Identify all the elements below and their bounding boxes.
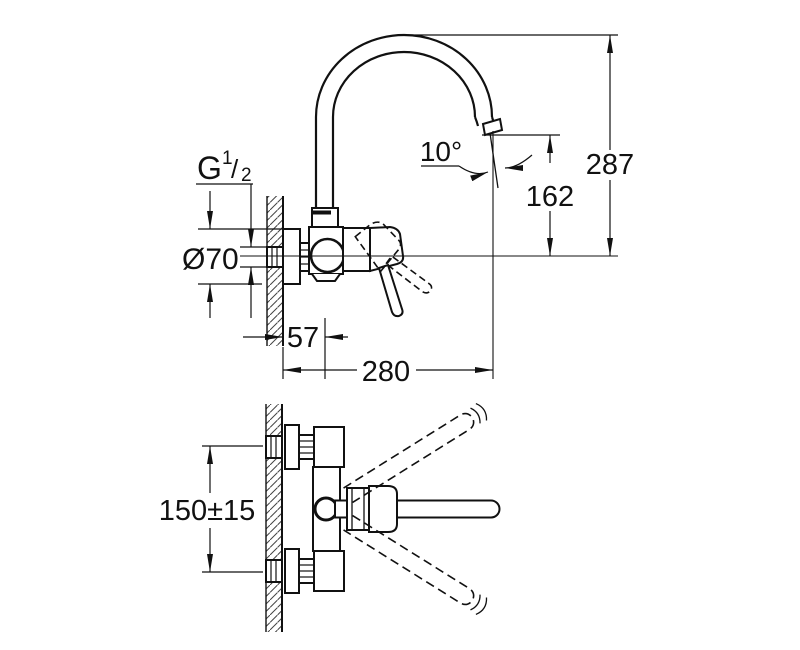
label-outlet-angle: 10°: [420, 136, 462, 167]
dim-flange-diameter: [198, 191, 282, 318]
label-wall-to-outlet: 280: [362, 356, 410, 388]
label-outlet-height: 162: [526, 181, 574, 213]
label-flange-diameter: Ø70: [182, 243, 239, 276]
dim-wall-to-riser: [243, 318, 348, 379]
wall-section-side: [266, 196, 284, 346]
spout-swing-down-dashed: [343, 514, 488, 616]
cartridge-housing: [342, 227, 371, 272]
label-thread-numerator: 1: [222, 148, 233, 169]
label-thread-slash: /: [231, 154, 239, 184]
dim-total-height: [408, 34, 618, 256]
lever-handle: [369, 225, 405, 318]
ball-joint-plan: [313, 496, 339, 522]
lever-handle-alt-position-dashed: [354, 221, 433, 294]
inlet-bottom-plan: [265, 548, 345, 594]
riser-collar: [311, 207, 339, 228]
dim-thread-g12: [196, 183, 254, 318]
label-total-height: 287: [586, 149, 634, 181]
dim-outlet-angle: [421, 131, 533, 379]
side-view-labels: G 1 / 2 Ø70 57 280 10° 162 287: [182, 136, 634, 388]
gooseneck-spout: [314, 33, 497, 208]
spout-swing-up-dashed: [343, 402, 488, 504]
label-inlet-spacing: 150±15: [159, 495, 256, 527]
label-thread-denominator: 2: [241, 165, 252, 186]
label-wall-to-riser: 57: [287, 322, 319, 354]
label-thread-prefix: G: [197, 150, 222, 186]
dim-outlet-height: [482, 134, 560, 256]
spout-outlet-tip: [481, 117, 504, 137]
inlet-top-plan: [265, 424, 345, 470]
spout-collar-plan: [346, 485, 398, 533]
plan-view-labels: 150±15: [159, 495, 256, 527]
plan-view: [202, 402, 501, 632]
dim-inlet-spacing: [202, 445, 263, 573]
inlet-tailpiece-side: [240, 246, 284, 268]
side-view: [196, 33, 618, 379]
